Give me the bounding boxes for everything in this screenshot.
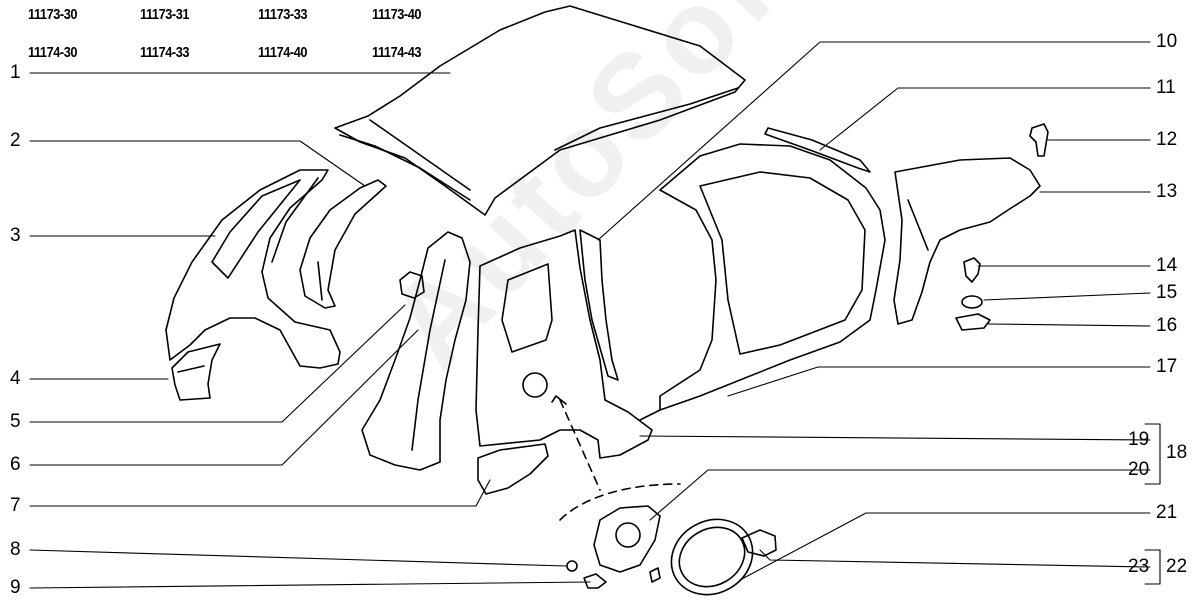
rear-side-frame (475, 229, 653, 459)
callout-6: 6 (10, 454, 21, 475)
wheel-arch-panel (171, 343, 221, 401)
callout-13: 13 (1156, 181, 1178, 202)
callout-3: 3 (10, 225, 21, 246)
callout-9: 9 (10, 577, 21, 598)
model-code: 11173-40 (372, 6, 422, 23)
assembly-arrow-head (551, 395, 567, 405)
callout-4: 4 (10, 368, 21, 389)
model-code: 11173-33 (258, 6, 308, 23)
model-code: 11173-31 (140, 6, 190, 23)
dashed-guide (559, 483, 681, 521)
callout-17: 17 (1156, 356, 1178, 377)
bracket (399, 271, 425, 299)
fuel-door-hinge (741, 529, 777, 557)
model-code: 11174-43 (372, 44, 422, 61)
callout-23: 23 (1128, 556, 1150, 577)
fuel-filler-housing (593, 505, 661, 573)
model-code: 11173-30 (28, 6, 78, 23)
bumper-stop (649, 567, 661, 583)
callout-16: 16 (1156, 315, 1178, 336)
screw (583, 573, 607, 589)
screw (963, 257, 981, 283)
callout-8: 8 (10, 539, 21, 560)
model-code: 11174-30 (28, 44, 78, 61)
model-code: 11174-33 (140, 44, 190, 61)
callout-12: 12 (1156, 129, 1178, 150)
callout-20: 20 (1128, 459, 1150, 480)
clip (955, 313, 991, 331)
main-side-frame (639, 143, 886, 421)
assembly-arrow (559, 399, 601, 491)
rear-pillar (299, 179, 387, 309)
fuel-door (670, 518, 754, 596)
model-code: 11174-40 (258, 44, 308, 61)
leader-lines (29, 41, 1161, 589)
rear-side-panel (165, 169, 341, 369)
b-pillar (579, 229, 619, 381)
front-fender (893, 157, 1041, 325)
callout-15: 15 (1156, 282, 1178, 303)
bolt (1029, 123, 1049, 157)
callout-11: 11 (1156, 77, 1176, 98)
rear-floor-section (477, 443, 549, 495)
callout-1: 1 (10, 62, 21, 83)
callout-21: 21 (1156, 502, 1178, 523)
group-label-18: 18 (1166, 442, 1188, 463)
inner-rear-panel (361, 231, 471, 471)
roof-side-rail (764, 127, 871, 173)
group-label-22: 22 (1166, 556, 1188, 577)
callout-10: 10 (1156, 31, 1178, 52)
callout-2: 2 (10, 130, 21, 151)
callout-7: 7 (10, 495, 21, 516)
callout-14: 14 (1156, 255, 1178, 276)
roof-panel (334, 5, 746, 216)
nut (566, 560, 578, 572)
callout-19: 19 (1128, 429, 1150, 450)
washer (961, 295, 983, 309)
callout-5: 5 (10, 411, 21, 432)
